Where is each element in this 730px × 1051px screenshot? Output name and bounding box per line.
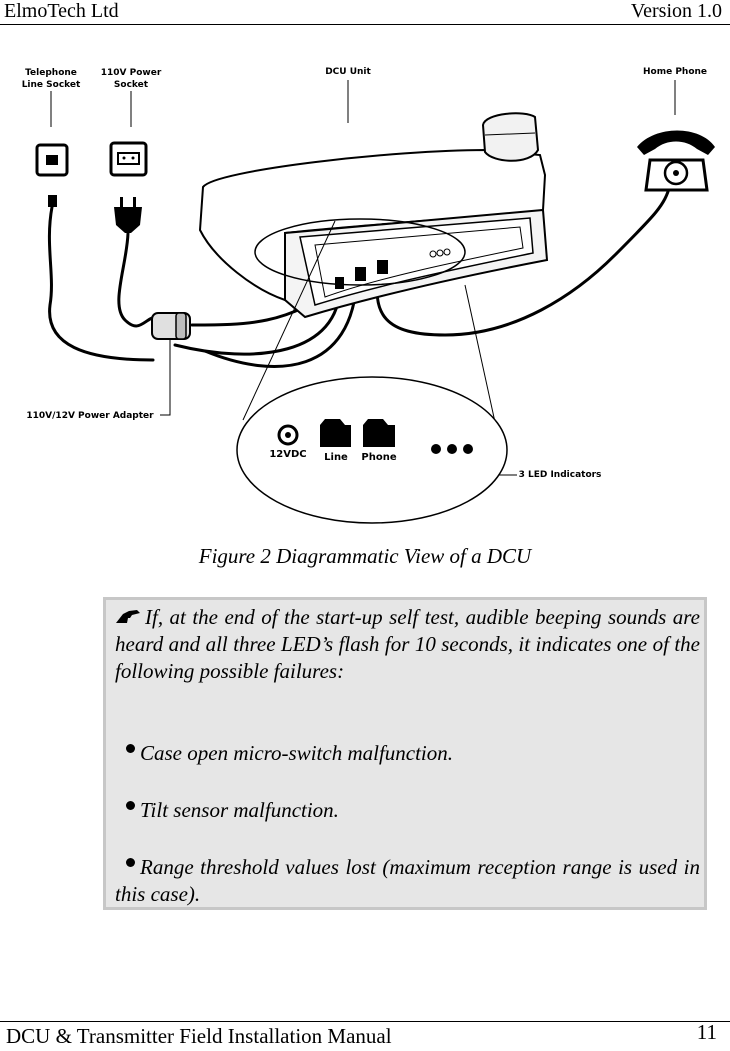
led-indicator-1: [431, 444, 441, 454]
bullet-icon: [126, 801, 135, 810]
document-version: Version 1.0: [630, 0, 722, 22]
manual-title: DCU & Transmitter Field Installation Man…: [6, 1024, 392, 1048]
led-indicator-3: [463, 444, 473, 454]
telephone-socket-icon: [35, 143, 69, 207]
dcu-unit-illustration: [198, 112, 549, 319]
pointing-hand-icon: [116, 610, 140, 623]
note-intro-text: If, at the end of the start-up self test…: [115, 605, 700, 683]
magnified-port-panel: 12VDC Line Phone: [236, 218, 508, 524]
label-led-indicators: 3 LED Indicators: [519, 470, 602, 480]
power-plug-icon: [114, 197, 142, 233]
page-number: 11: [696, 1020, 717, 1044]
label-power-adapter: 110V/12V Power Adapter: [26, 411, 154, 421]
power-adapter-icon: [151, 312, 191, 340]
note-list-item: Case open micro-switch malfunction.: [115, 740, 700, 767]
label-power-socket-2: Socket: [114, 80, 149, 90]
label-home-phone: Home Phone: [643, 67, 707, 77]
label-line-port: Line: [324, 452, 348, 463]
company-name: ElmoTech Ltd: [4, 0, 119, 22]
page-header: ElmoTech Ltd Version 1.0: [0, 0, 730, 25]
label-phone-port: Phone: [361, 452, 396, 463]
note-box: If, at the end of the start-up self test…: [103, 597, 707, 910]
note-list-item: Tilt sensor malfunction.: [115, 797, 700, 824]
home-phone-icon: [637, 130, 715, 192]
led-indicator-2: [447, 444, 457, 454]
label-telephone-socket-1: Telephone: [25, 68, 77, 78]
label-telephone-socket-2: Line Socket: [22, 80, 81, 90]
note-item-text: Tilt sensor malfunction.: [140, 798, 339, 822]
figure-caption: Figure 2 Diagrammatic View of a DCU: [198, 544, 532, 568]
bullet-icon: [126, 744, 135, 753]
page-footer: DCU & Transmitter Field Installation Man…: [0, 1020, 730, 1051]
note-intro: If, at the end of the start-up self test…: [115, 604, 700, 685]
power-socket-icon: [109, 141, 148, 177]
dcu-diagram: Telephone Line Socket 110V Power Socket …: [15, 55, 715, 525]
note-item-text: Range threshold values lost (maximum rec…: [115, 855, 700, 906]
note-item-text: Case open micro-switch malfunction.: [140, 741, 454, 765]
label-12vdc-port: 12VDC: [269, 449, 306, 460]
label-dcu-unit: DCU Unit: [325, 67, 371, 77]
note-list-item: Range threshold values lost (maximum rec…: [115, 854, 700, 908]
bullet-icon: [126, 858, 135, 867]
label-power-socket-1: 110V Power: [101, 68, 162, 78]
